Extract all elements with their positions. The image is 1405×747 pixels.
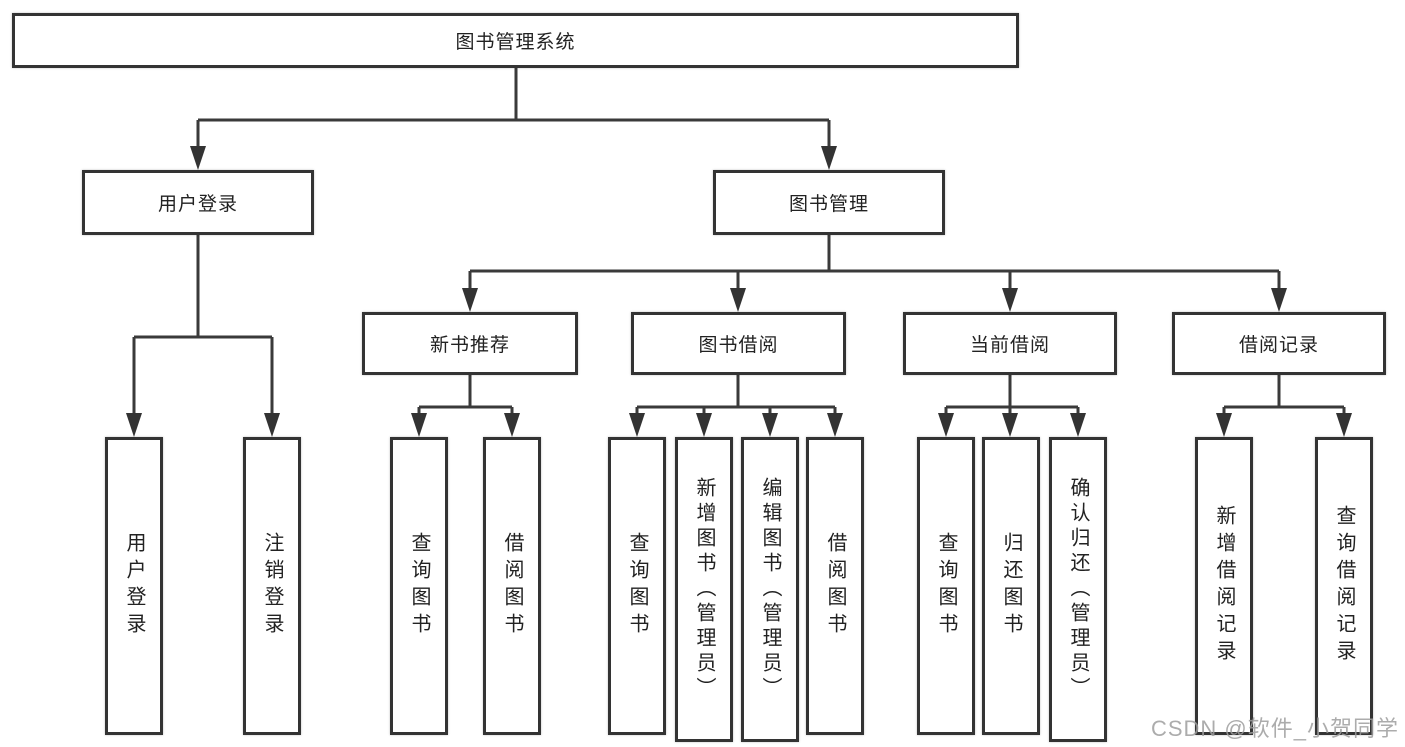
leaf-label: 归还图书 <box>1000 532 1022 640</box>
node-label: 图书借阅 <box>698 335 779 356</box>
node-book-management-branch: 图书管理 <box>713 170 945 235</box>
node-root-library-system: 图书管理系统 <box>12 13 1019 68</box>
leaf-nbr-borrow-books: 借阅图书 <box>483 437 541 735</box>
leaf-label: 查询图书 <box>408 532 430 640</box>
leaf-cb-query-books: 查询图书 <box>917 437 975 735</box>
leaf-label: 查询借阅记录 <box>1333 505 1355 667</box>
node-book-borrow: 图书借阅 <box>631 312 846 375</box>
node-label: 借阅记录 <box>1238 335 1319 356</box>
leaf-br-query-record: 查询借阅记录 <box>1315 437 1373 735</box>
node-label: 当前借阅 <box>969 335 1050 356</box>
node-borrow-records: 借阅记录 <box>1172 312 1386 375</box>
leaf-nbr-query-books: 查询图书 <box>390 437 448 735</box>
leaf-label: 借阅图书 <box>501 532 523 640</box>
leaf-logout: 注销登录 <box>243 437 301 735</box>
leaf-label: 查询图书 <box>626 532 648 640</box>
node-label: 图书管理 <box>788 194 869 215</box>
leaf-label: 新增图书（管理员） <box>693 477 715 702</box>
leaf-user-login: 用户登录 <box>105 437 163 735</box>
node-new-book-recommend: 新书推荐 <box>362 312 578 375</box>
csdn-watermark: CSDN @软件_小贺同学 <box>1150 716 1399 741</box>
leaf-label: 新增借阅记录 <box>1213 505 1235 667</box>
node-label: 图书管理系统 <box>455 32 576 53</box>
node-label: 新书推荐 <box>429 335 510 356</box>
leaf-br-add-record: 新增借阅记录 <box>1195 437 1253 735</box>
leaf-bb-edit-books-admin: 编辑图书（管理员） <box>741 437 799 742</box>
leaf-bb-borrow-books: 借阅图书 <box>806 437 864 735</box>
node-user-login-branch: 用户登录 <box>82 170 314 235</box>
node-current-borrow: 当前借阅 <box>903 312 1117 375</box>
leaf-label: 查询图书 <box>935 532 957 640</box>
leaf-bb-add-books-admin: 新增图书（管理员） <box>675 437 733 742</box>
leaf-label: 借阅图书 <box>824 532 846 640</box>
leaf-label: 注销登录 <box>261 532 283 640</box>
leaf-cb-return-books: 归还图书 <box>982 437 1040 735</box>
node-label: 用户登录 <box>157 194 238 215</box>
leaf-label: 用户登录 <box>123 532 145 640</box>
leaf-cb-confirm-return-admin: 确认归还（管理员） <box>1049 437 1107 742</box>
leaf-label: 编辑图书（管理员） <box>759 477 781 702</box>
leaf-label: 确认归还（管理员） <box>1067 477 1089 702</box>
leaf-bb-query-books: 查询图书 <box>608 437 666 735</box>
